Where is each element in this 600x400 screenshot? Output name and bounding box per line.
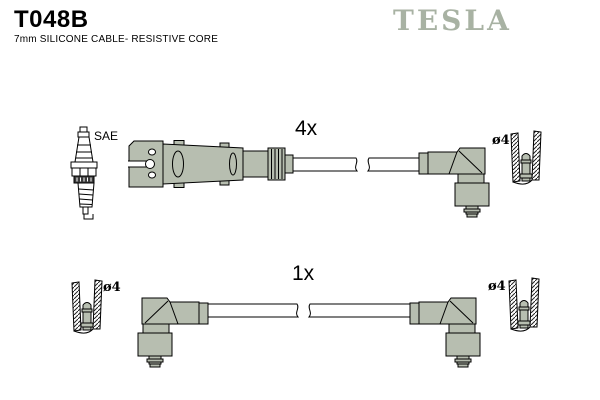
- boot-cross-section-top: [510, 130, 542, 185]
- product-description: 7mm SILICONE CABLE- RESISTIVE CORE: [14, 34, 219, 45]
- sae-label: SAE: [94, 129, 118, 143]
- tesla-logo: TESLA: [393, 4, 512, 37]
- diameter-bottom-right-label: ø4: [488, 279, 506, 294]
- elbow-boot-bottom-left: [137, 297, 209, 368]
- part-number: T048B: [14, 6, 89, 33]
- diameter-top-label: ø4: [492, 133, 510, 148]
- distributor-connector: [127, 140, 294, 188]
- ignition-wire-bottom: [204, 303, 412, 318]
- diameter-bottom-left-label: ø4: [103, 280, 121, 295]
- spark-plug-icon: [70, 126, 98, 220]
- elbow-boot-bottom-right: [409, 297, 481, 368]
- quantity-top-label: 4x: [295, 117, 318, 140]
- boot-cross-section-bottom-left: [71, 279, 103, 334]
- ignition-wire-top: [292, 157, 422, 172]
- boot-cross-section-bottom-right: [508, 277, 540, 332]
- elbow-boot-top: [418, 147, 490, 218]
- quantity-bottom-label: 1x: [292, 262, 315, 285]
